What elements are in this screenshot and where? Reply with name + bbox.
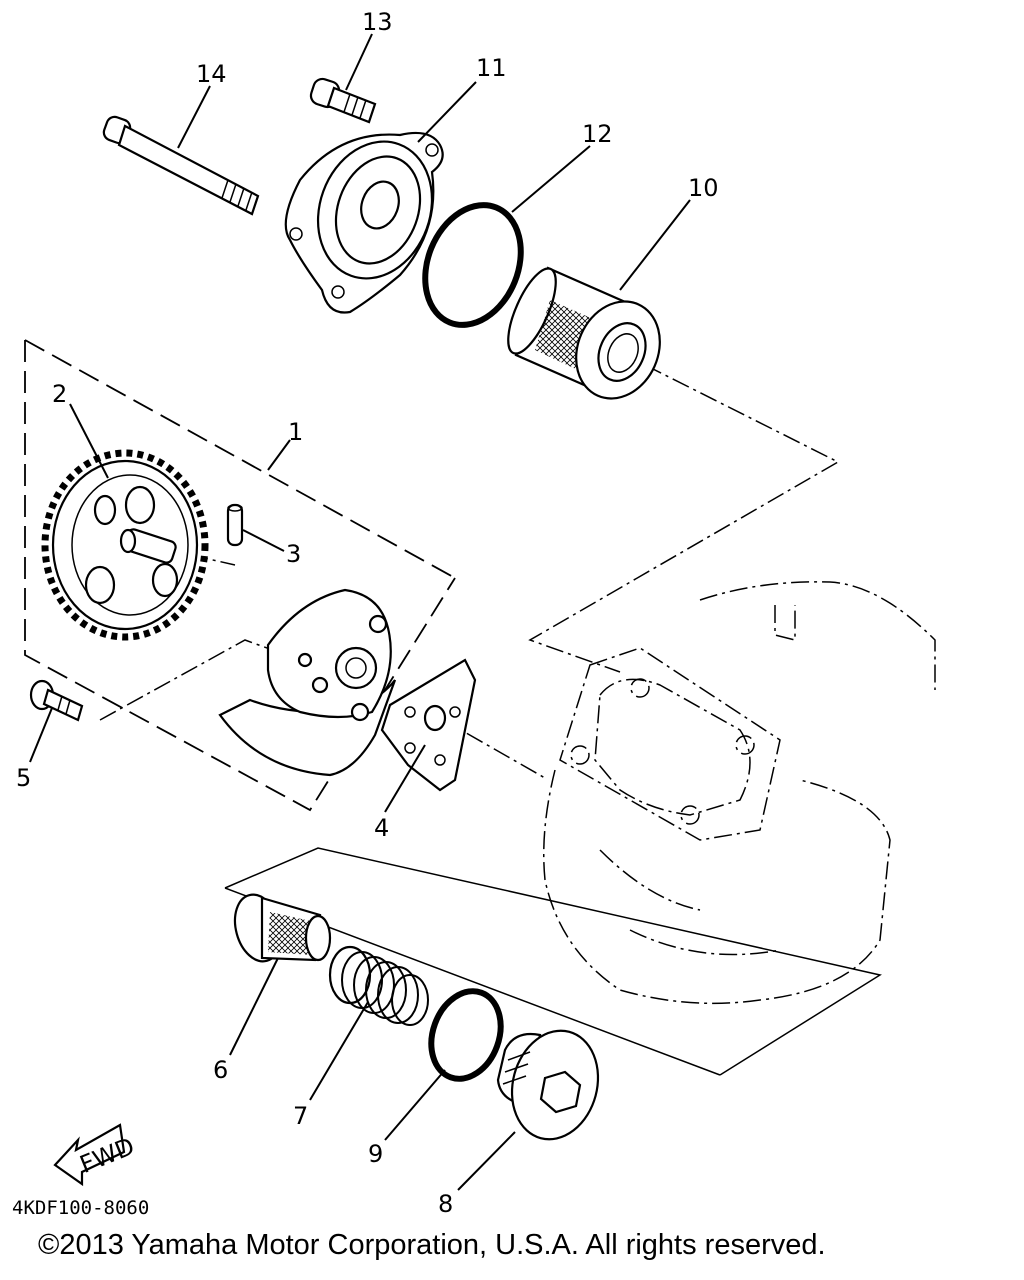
short-bolt-part[interactable] (309, 77, 377, 124)
drain-plug-part[interactable] (496, 1021, 610, 1149)
crankcase-outline (543, 581, 936, 1005)
callout-12: 12 (582, 120, 613, 148)
diagram-code: 4KDF100-8060 (12, 1197, 149, 1219)
callout-6: 6 (213, 1056, 228, 1084)
oil-filter-cover-part[interactable] (284, 125, 451, 314)
callout-2: 2 (52, 380, 67, 408)
dowel-pin-part[interactable] (226, 503, 244, 547)
oil-pump-drive-gear-part[interactable] (41, 449, 209, 641)
copyright-notice: ©2013 Yamaha Motor Corporation, U.S.A. A… (38, 1229, 826, 1261)
oil-pump-body-part[interactable] (218, 588, 397, 777)
strainer-spring-part[interactable] (328, 945, 429, 1026)
callout-11: 11 (476, 54, 507, 82)
callout-9: 9 (368, 1140, 383, 1168)
long-bolt-part[interactable] (102, 115, 260, 216)
callout-8: 8 (438, 1190, 453, 1218)
callout-13: 13 (362, 8, 393, 36)
oil-strainer-part[interactable] (228, 889, 332, 966)
callout-7: 7 (293, 1102, 308, 1130)
forward-direction-arrow-icon: FWD (53, 1123, 138, 1187)
pump-gasket-part[interactable] (380, 658, 477, 792)
assembly-center-lines (99, 364, 840, 779)
callout-10: 10 (688, 174, 719, 202)
pump-screw-part[interactable] (29, 679, 84, 722)
oil-filter-element-part[interactable] (499, 262, 675, 411)
large-o-ring-part[interactable] (408, 191, 538, 340)
callout-1: 1 (288, 418, 303, 446)
small-o-ring-part[interactable] (420, 981, 513, 1088)
callout-14: 14 (196, 60, 227, 88)
callout-leader-lines (29, 33, 691, 1191)
callout-4: 4 (374, 814, 389, 842)
callout-5: 5 (16, 764, 31, 792)
callout-3: 3 (286, 540, 301, 568)
